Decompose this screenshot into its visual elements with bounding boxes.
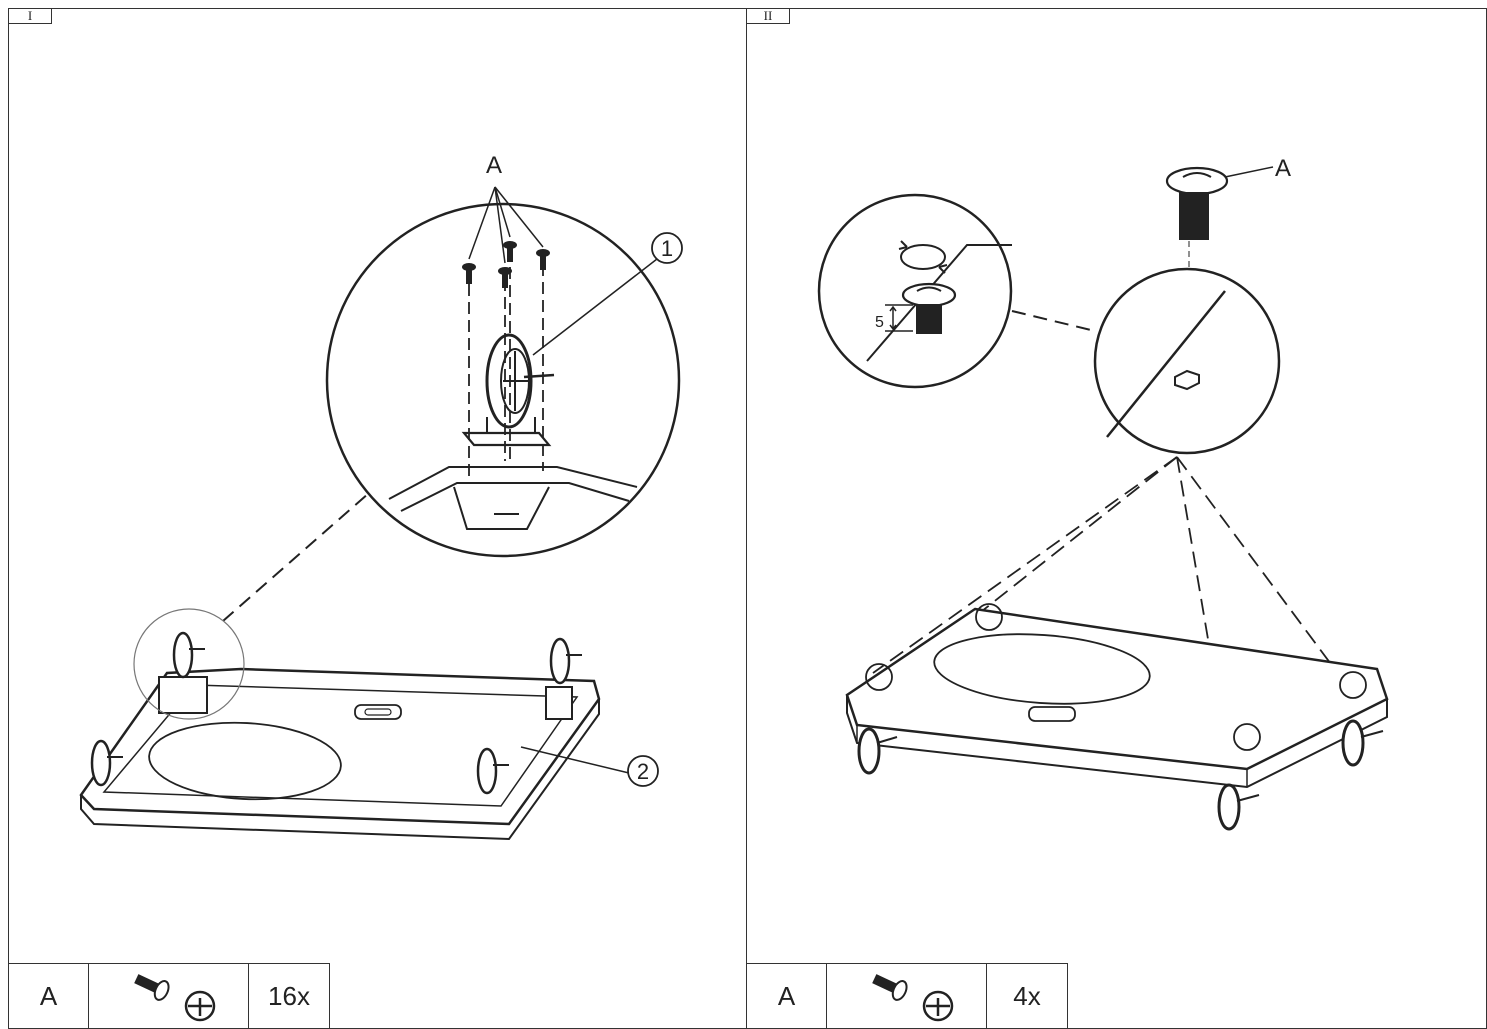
caster-front-right <box>1217 783 1260 831</box>
platform-base <box>845 607 1389 789</box>
part-quantity-cell: 4x <box>1013 980 1041 1011</box>
caster-rear-right <box>1341 719 1384 767</box>
detail-caster <box>461 333 555 447</box>
corner-guide-lines <box>872 456 1346 740</box>
callout-2-circle <box>627 755 659 787</box>
dimension-marker <box>885 304 913 332</box>
detail-screw-inset <box>901 282 957 334</box>
dimension-value: 5 <box>875 314 884 331</box>
base-frame <box>79 667 601 841</box>
step-number-tab: II <box>746 8 790 24</box>
callout-2-leader <box>520 746 630 774</box>
base-handle-slot <box>354 704 402 720</box>
part-code-cell: A <box>747 964 827 1028</box>
detail-leader-dashed <box>222 492 370 622</box>
parts-table: A 16x <box>8 963 330 1029</box>
caster-front-right <box>476 747 509 795</box>
step-2-drawing: A 5 <box>817 155 1389 831</box>
callout-1-circle <box>651 232 683 264</box>
screw-icon <box>133 974 215 1022</box>
callout-1-leader <box>532 258 658 356</box>
caster-front-left <box>857 727 898 775</box>
part-a-label: A <box>486 152 502 179</box>
callout-2-number: 2 <box>637 759 649 784</box>
screw-guide-lines <box>468 249 544 479</box>
corner-highlight-circles <box>865 603 1367 751</box>
hex-nut <box>1174 369 1200 391</box>
callout-1-number: 1 <box>661 236 673 261</box>
magnifier-link-dashed <box>1011 310 1096 332</box>
part-icon-cell <box>89 964 249 1028</box>
detail-magnifier-right <box>1093 267 1281 455</box>
step-number-tab: I <box>8 8 52 24</box>
part-a-leaders <box>468 186 544 264</box>
caster-rear-right <box>545 637 582 720</box>
step-1-drawing: A 1 2 <box>79 152 683 841</box>
detail-screws <box>462 241 550 288</box>
platform-center-opening <box>933 633 1151 705</box>
part-a-leader <box>1224 166 1274 178</box>
base-center-opening <box>148 721 342 801</box>
part-code-cell: A <box>9 964 89 1028</box>
detail-screw-top <box>1165 166 1229 240</box>
platform-handle-slot <box>1028 706 1076 722</box>
caster-front-left <box>90 739 123 787</box>
part-icon-cell <box>827 964 987 1028</box>
highlight-circle-small <box>133 608 245 720</box>
part-quantity-cell: 16x <box>268 980 310 1011</box>
rotate-arrow-icon <box>898 240 948 274</box>
assembly-step-2-panel: II <box>746 8 1487 1029</box>
detail-bracket <box>388 466 638 530</box>
assembly-step-1-panel: I <box>8 8 747 1029</box>
parts-table: A 4x <box>746 963 1068 1029</box>
part-a-label: A <box>1275 155 1291 182</box>
screw-icon <box>871 974 953 1022</box>
caster-rear-left <box>158 631 208 714</box>
